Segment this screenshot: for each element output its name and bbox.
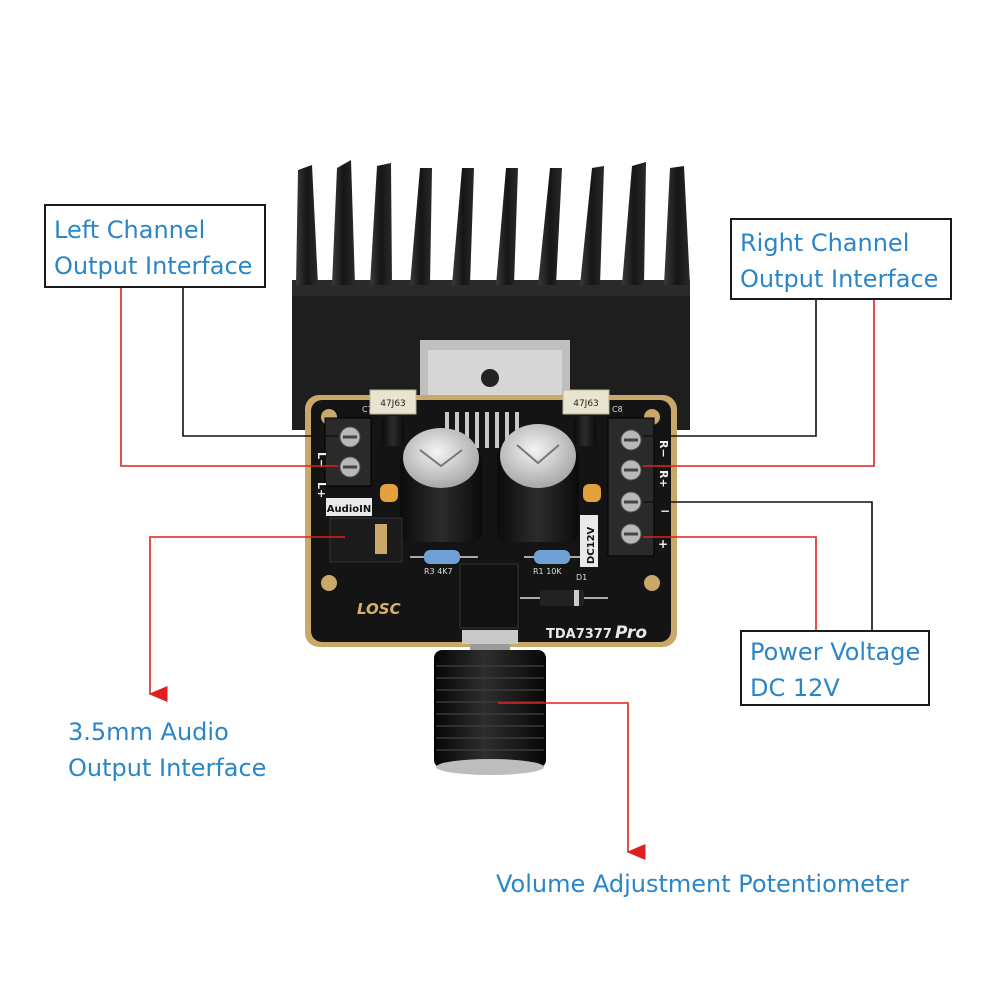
tantalum-capacitor-right [583, 484, 601, 502]
svg-text:R−: R− [657, 440, 670, 458]
svg-text:D1: D1 [576, 573, 587, 582]
label-audio-interface: 3.5mm Audio Output Interface [68, 714, 266, 786]
film-capacitor-left: 47J63 C7 [362, 389, 417, 415]
electrolytic-capacitor-right [497, 424, 579, 542]
label-volume-line1: Volume Adjustment Potentiometer [496, 870, 909, 898]
left-minus-leader [182, 288, 338, 437]
callout-power-line2: DC 12V [750, 674, 840, 702]
callout-left-channel-line2: Output Interface [54, 252, 253, 280]
callout-power-line1: Power Voltage [750, 638, 921, 666]
svg-text:R3 4K7: R3 4K7 [424, 567, 453, 576]
svg-text:47J63: 47J63 [380, 399, 406, 409]
brand-logo: LOSC [357, 600, 401, 618]
small-capacitor-right [574, 416, 596, 446]
svg-text:R1 10K: R1 10K [533, 567, 562, 576]
tantalum-capacitor-left [380, 484, 398, 502]
dc12v-label: DC12V [580, 515, 598, 567]
svg-text:+: + [658, 537, 668, 551]
volume-leader [498, 702, 646, 860]
callout-left-channel: Left Channel Output Interface [44, 204, 266, 288]
svg-text:−: − [660, 504, 670, 518]
model-name: TDA7377 [546, 627, 612, 642]
callout-right-channel-line2: Output Interface [740, 265, 939, 293]
film-capacitor-right: 47J63 C8 [562, 389, 623, 415]
callout-left-channel-line1: Left Channel [54, 216, 206, 244]
left-channel-terminal: L− L+ [315, 417, 372, 498]
model-suffix: Pro [615, 623, 647, 643]
label-volume-potentiometer: Volume Adjustment Potentiometer [496, 866, 909, 902]
label-audio-line1: 3.5mm Audio [68, 718, 229, 746]
callout-right-channel-line1: Right Channel [740, 229, 910, 257]
svg-text:L−: L− [315, 452, 328, 468]
svg-text:L+: L+ [315, 482, 328, 498]
power-minus-leader [643, 501, 873, 630]
audio-leader [148, 536, 345, 702]
volume-potentiometer [434, 563, 546, 775]
callout-power-voltage: Power Voltage DC 12V [740, 630, 930, 706]
svg-text:DC12V: DC12V [586, 526, 597, 564]
svg-text:C8: C8 [612, 405, 623, 414]
svg-text:C7: C7 [362, 405, 373, 414]
svg-text:R+: R+ [657, 470, 670, 488]
svg-text:47J63: 47J63 [573, 399, 599, 409]
label-audio-line2: Output Interface [68, 754, 267, 782]
left-plus-leader [120, 288, 338, 467]
right-plus-leader [643, 300, 875, 467]
right-minus-leader [643, 300, 817, 437]
leader-lines [120, 288, 875, 860]
power-plus-leader [643, 536, 817, 630]
resistor-left: R3 4K7 [410, 550, 478, 576]
electrolytic-capacitor-left [400, 428, 482, 542]
diode: D1 [520, 573, 608, 606]
small-capacitor-left [382, 416, 404, 446]
heatsink-fins [296, 160, 690, 285]
svg-text:AudioIN: AudioIN [327, 504, 371, 515]
audio-input-jack: AudioIN [326, 498, 403, 563]
right-channel-terminal: R− R+ − + [607, 417, 670, 557]
callout-right-channel: Right Channel Output Interface [730, 218, 952, 300]
resistor-right: R1 10K [524, 550, 580, 576]
heatsink [292, 160, 690, 430]
